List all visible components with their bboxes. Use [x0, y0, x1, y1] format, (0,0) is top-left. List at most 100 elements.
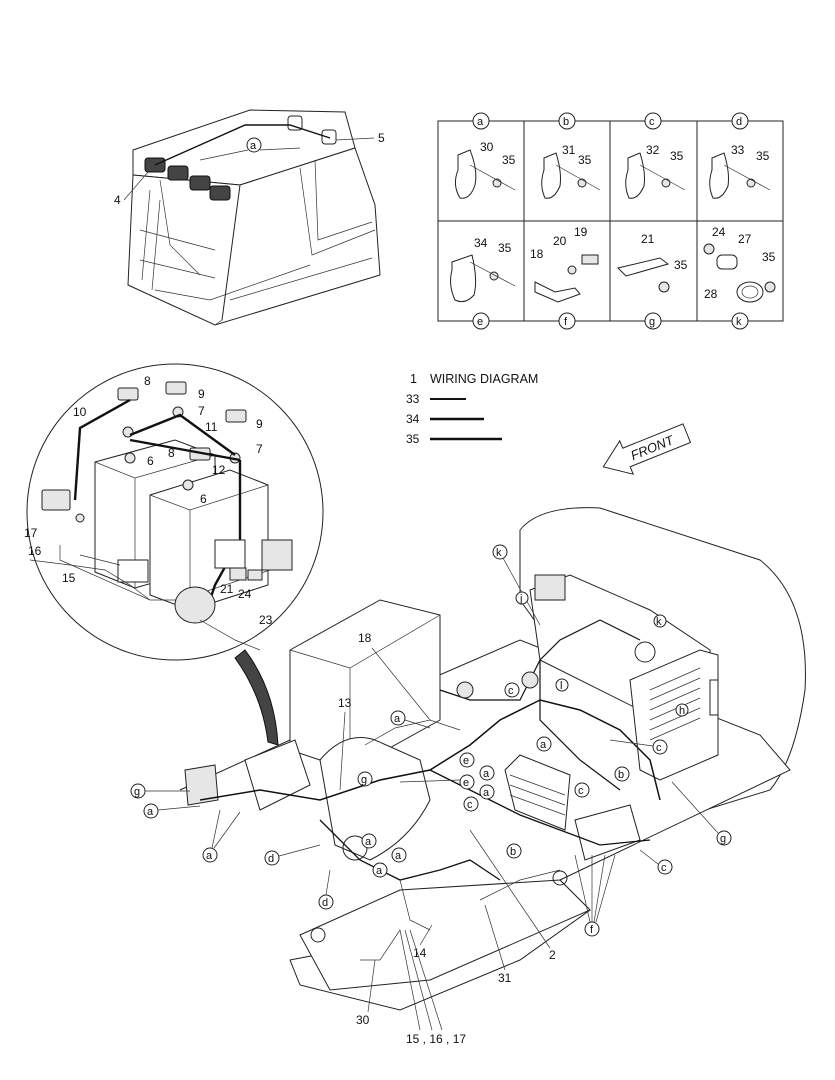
callout-detail-11: 11	[205, 420, 218, 434]
cell-g-part-1: 21	[641, 232, 655, 246]
marker-a-1: a	[390, 710, 431, 729]
callout-detail-9b: 9	[256, 417, 263, 431]
marker-letter: l	[560, 680, 562, 692]
light-2	[167, 165, 189, 181]
marker-a-2: a	[536, 736, 552, 752]
marker-letter: c	[508, 685, 514, 697]
legend-tie-33-number: 33	[406, 392, 420, 406]
marker-letter: a	[395, 850, 402, 862]
clip-letter-cab: a	[250, 140, 257, 152]
cab-view: 4 5 a	[114, 109, 385, 326]
marker-letter: c	[578, 785, 584, 797]
light-4	[209, 185, 231, 201]
marker-letter: b	[510, 846, 516, 858]
clip-31	[541, 152, 561, 199]
light-3	[189, 175, 211, 191]
cell-c-part-2: 35	[670, 149, 684, 163]
cell-c-part-1: 32	[646, 143, 660, 157]
marker-a-6: a	[202, 809, 241, 863]
callout-detail-8b: 8	[168, 446, 175, 460]
marker-letter: d	[268, 853, 274, 865]
marker-c-3: c	[574, 782, 590, 798]
spacer-27	[716, 254, 738, 270]
detail-table: a 30 35 b 31 35 c 32 35 d	[437, 112, 784, 330]
cell-g-part-2: 35	[674, 258, 688, 272]
battery-area	[244, 739, 311, 811]
marker-letter: c	[661, 862, 667, 874]
cell-d: d 33 35	[709, 112, 771, 199]
cell-f: f 18 20 19	[530, 225, 599, 330]
detail-circle	[26, 363, 324, 661]
callout-detail-24: 24	[238, 587, 252, 601]
marker-letter: d	[322, 897, 328, 909]
marker-d-2: d	[318, 869, 334, 910]
marker-h: h	[675, 703, 689, 717]
cell-k-part-2: 27	[738, 232, 752, 246]
radiator-cap	[709, 679, 719, 716]
main-callouts: 13 18 2 14 31 30 15 , 16 , 17	[338, 631, 556, 1046]
legend-tie-34-number: 34	[406, 412, 420, 426]
front-deck	[299, 879, 591, 991]
cell-letter-f: f	[564, 316, 568, 328]
marker-letter: a	[206, 850, 213, 862]
cap-8a	[117, 387, 139, 401]
cell-k-part-1: 24	[712, 225, 726, 239]
callout-detail-17: 17	[24, 526, 38, 540]
callout-detail-10: 10	[73, 405, 87, 419]
callout-cab-4: 4	[114, 193, 121, 207]
marker-letter: g	[134, 786, 140, 798]
cell-letter-k: k	[736, 316, 742, 328]
marker-a-8: a	[361, 833, 377, 849]
radiator	[629, 649, 719, 781]
cell-k-part-3: 35	[762, 250, 776, 264]
marker-letter: e	[463, 755, 469, 767]
horn	[174, 586, 216, 624]
marker-a-5: a	[143, 803, 201, 819]
marker-c-4: c	[463, 796, 479, 812]
marker-letter: c	[656, 742, 662, 754]
callout-detail-23: 23	[259, 613, 273, 627]
front-arrow: FRONT	[602, 423, 692, 475]
marker-letter: k	[656, 616, 662, 628]
relay-2	[261, 539, 293, 571]
legend-number: 1	[410, 372, 417, 386]
cell-e-part-2: 35	[498, 241, 512, 255]
cell-a-part-1: 30	[480, 140, 494, 154]
callout-detail-9a: 9	[198, 387, 205, 401]
marker-letter: c	[467, 799, 473, 811]
cell-letter-e: e	[477, 316, 483, 328]
callout-detail-16: 16	[28, 544, 42, 558]
machine-view	[179, 507, 806, 1011]
callout-13: 13	[338, 696, 352, 710]
callout-detail-7b: 7	[256, 442, 263, 456]
washer-20	[567, 265, 577, 275]
callout-detail-21: 21	[220, 582, 234, 596]
switch-block	[41, 489, 71, 511]
cell-k-part-4: 28	[704, 287, 718, 301]
marker-g-2: g	[130, 783, 190, 799]
cell-letter-c: c	[649, 116, 655, 128]
cell-e-part-1: 34	[474, 236, 488, 250]
cell-b-part-1: 31	[562, 143, 576, 157]
marker-l: l	[555, 678, 569, 692]
cap-9b	[225, 409, 247, 423]
cell-a-part-2: 35	[502, 153, 516, 167]
clip-letter-markers: k j k l a a c c h a e e a b c g g a g a …	[130, 544, 732, 937]
marker-letter: b	[618, 769, 624, 781]
marker-letter: j	[519, 593, 522, 605]
marker-letter: a	[483, 768, 490, 780]
cell-letter-a: a	[477, 116, 484, 128]
engine-block	[534, 574, 566, 601]
callout-30: 30	[356, 1013, 370, 1027]
marker-letter: a	[483, 787, 490, 799]
marker-b-2: b	[506, 843, 522, 859]
marker-letter: a	[394, 713, 401, 725]
marker-a-9: a	[372, 862, 388, 878]
clip-34	[450, 254, 477, 303]
clip-33	[709, 152, 729, 199]
cab-body	[127, 147, 381, 326]
cell-letter-d: d	[736, 116, 742, 128]
cell-c: c 32 35	[625, 112, 686, 199]
callout-31: 31	[498, 971, 512, 985]
